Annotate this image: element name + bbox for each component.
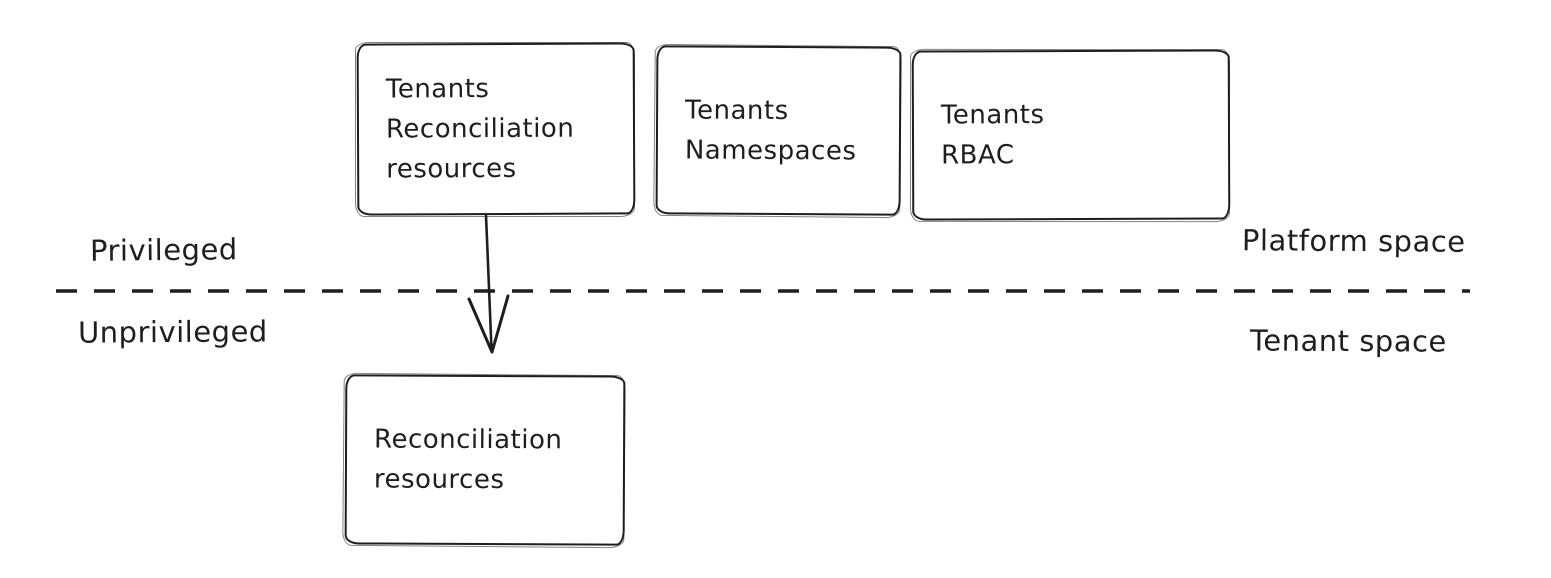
box-tenants-rbac-label: Tenants RBAC — [940, 100, 1045, 171]
box-tenants-reconciliation-resources: Tenants Reconciliation resources — [356, 42, 636, 216]
box-tenants-reconciliation-resources-label: Tenants Reconciliation resources — [385, 74, 575, 185]
box-tenants-rbac: Tenants RBAC — [911, 49, 1231, 221]
box-tenants-namespaces: Tenants Namespaces — [655, 45, 902, 216]
label-tenant-space: Tenant space — [1249, 323, 1447, 359]
box-tenants-namespaces-label: Tenants Namespaces — [684, 95, 857, 166]
box-reconciliation-resources-label: Reconciliation resources — [373, 424, 563, 496]
label-unprivileged: Unprivileged — [77, 314, 268, 350]
label-platform-space: Platform space — [1241, 223, 1466, 259]
label-privileged: Privileged — [89, 232, 238, 268]
arrow-shaft — [484, 214, 493, 351]
arrow-head-icon — [467, 294, 510, 354]
box-reconciliation-resources: Reconciliation resources — [344, 374, 626, 546]
